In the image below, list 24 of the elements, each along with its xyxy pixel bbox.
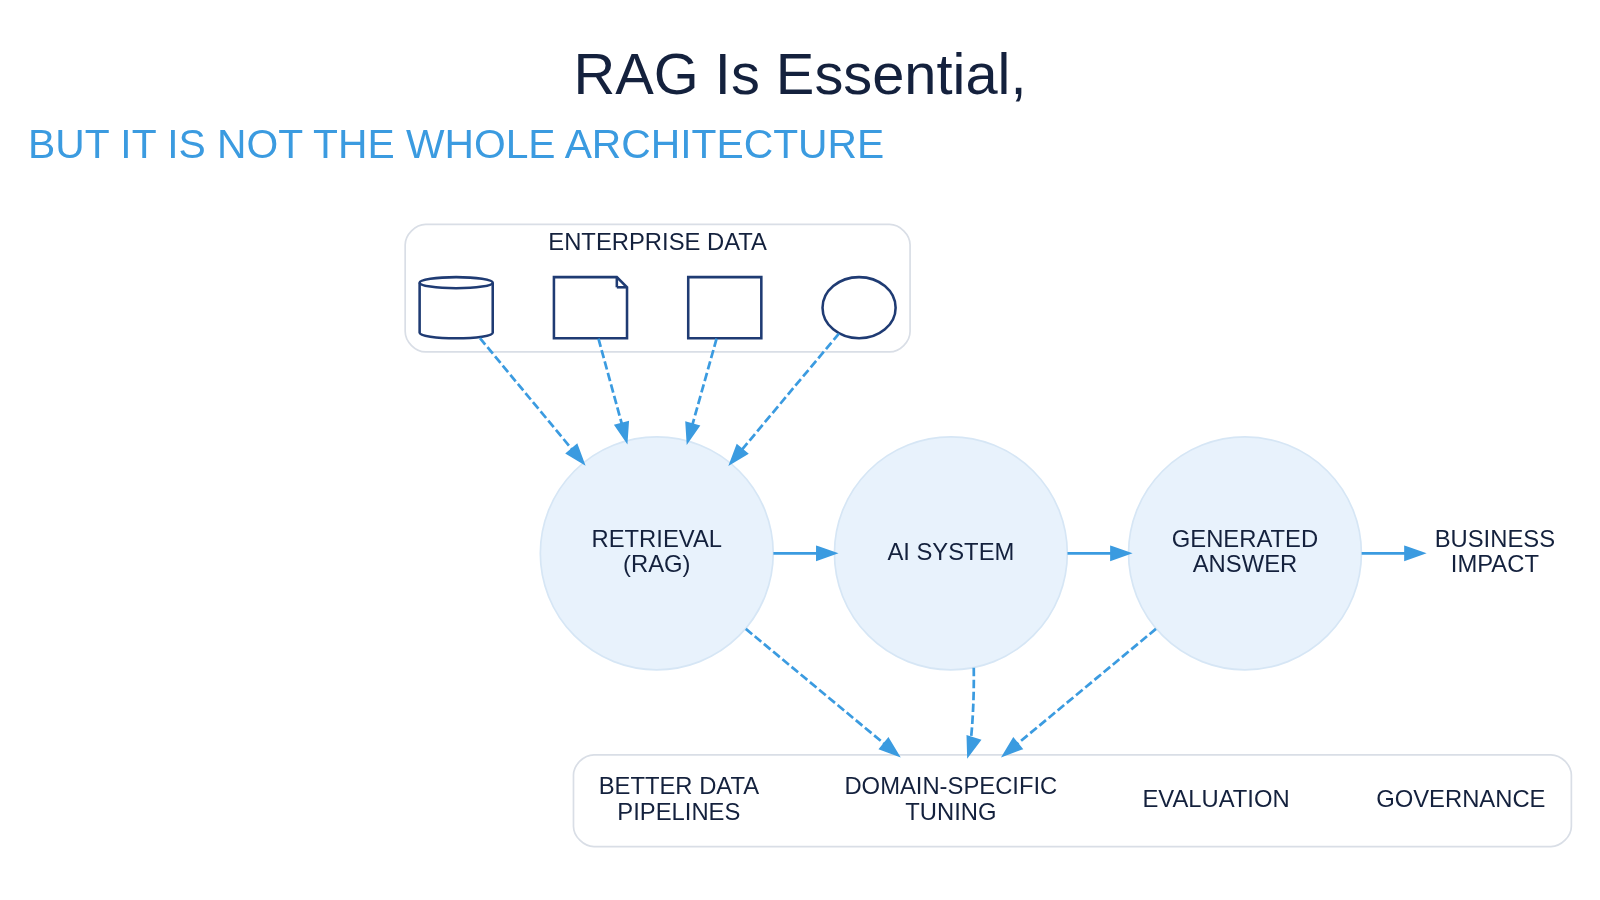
node-circle: GENERATED ANSWER bbox=[1127, 435, 1363, 671]
arrow bbox=[966, 667, 982, 759]
arrow bbox=[1067, 545, 1133, 561]
node-text: EVALUATION bbox=[1142, 784, 1290, 812]
arrow bbox=[1000, 627, 1157, 757]
arrow bbox=[773, 545, 839, 561]
arrow bbox=[478, 336, 586, 466]
diagram-title: RAG Is Essential, bbox=[573, 41, 1027, 106]
node-envelope bbox=[686, 275, 763, 340]
arrow bbox=[1361, 545, 1427, 561]
cluster: ENTERPRISE DATA bbox=[404, 223, 911, 353]
label: BUT IT IS NOT THE WHOLE ARCHITECTURE bbox=[28, 120, 885, 167]
node-text: BETTER DATA PIPELINES bbox=[598, 771, 760, 825]
arrow bbox=[685, 337, 718, 445]
arrow bbox=[728, 332, 840, 466]
cluster bbox=[572, 753, 1573, 847]
node-text: BUSINESS IMPACT bbox=[1434, 524, 1556, 577]
node-cloud bbox=[821, 275, 897, 340]
node-circle: AI SYSTEM bbox=[833, 435, 1069, 671]
node-text: DOMAIN-SPECIFIC TUNING bbox=[844, 771, 1058, 825]
arrow bbox=[597, 337, 630, 444]
node-text: GOVERNANCE bbox=[1376, 784, 1546, 812]
arrow bbox=[744, 627, 901, 757]
node-circle: RETRIEVAL (RAG) bbox=[539, 435, 775, 671]
